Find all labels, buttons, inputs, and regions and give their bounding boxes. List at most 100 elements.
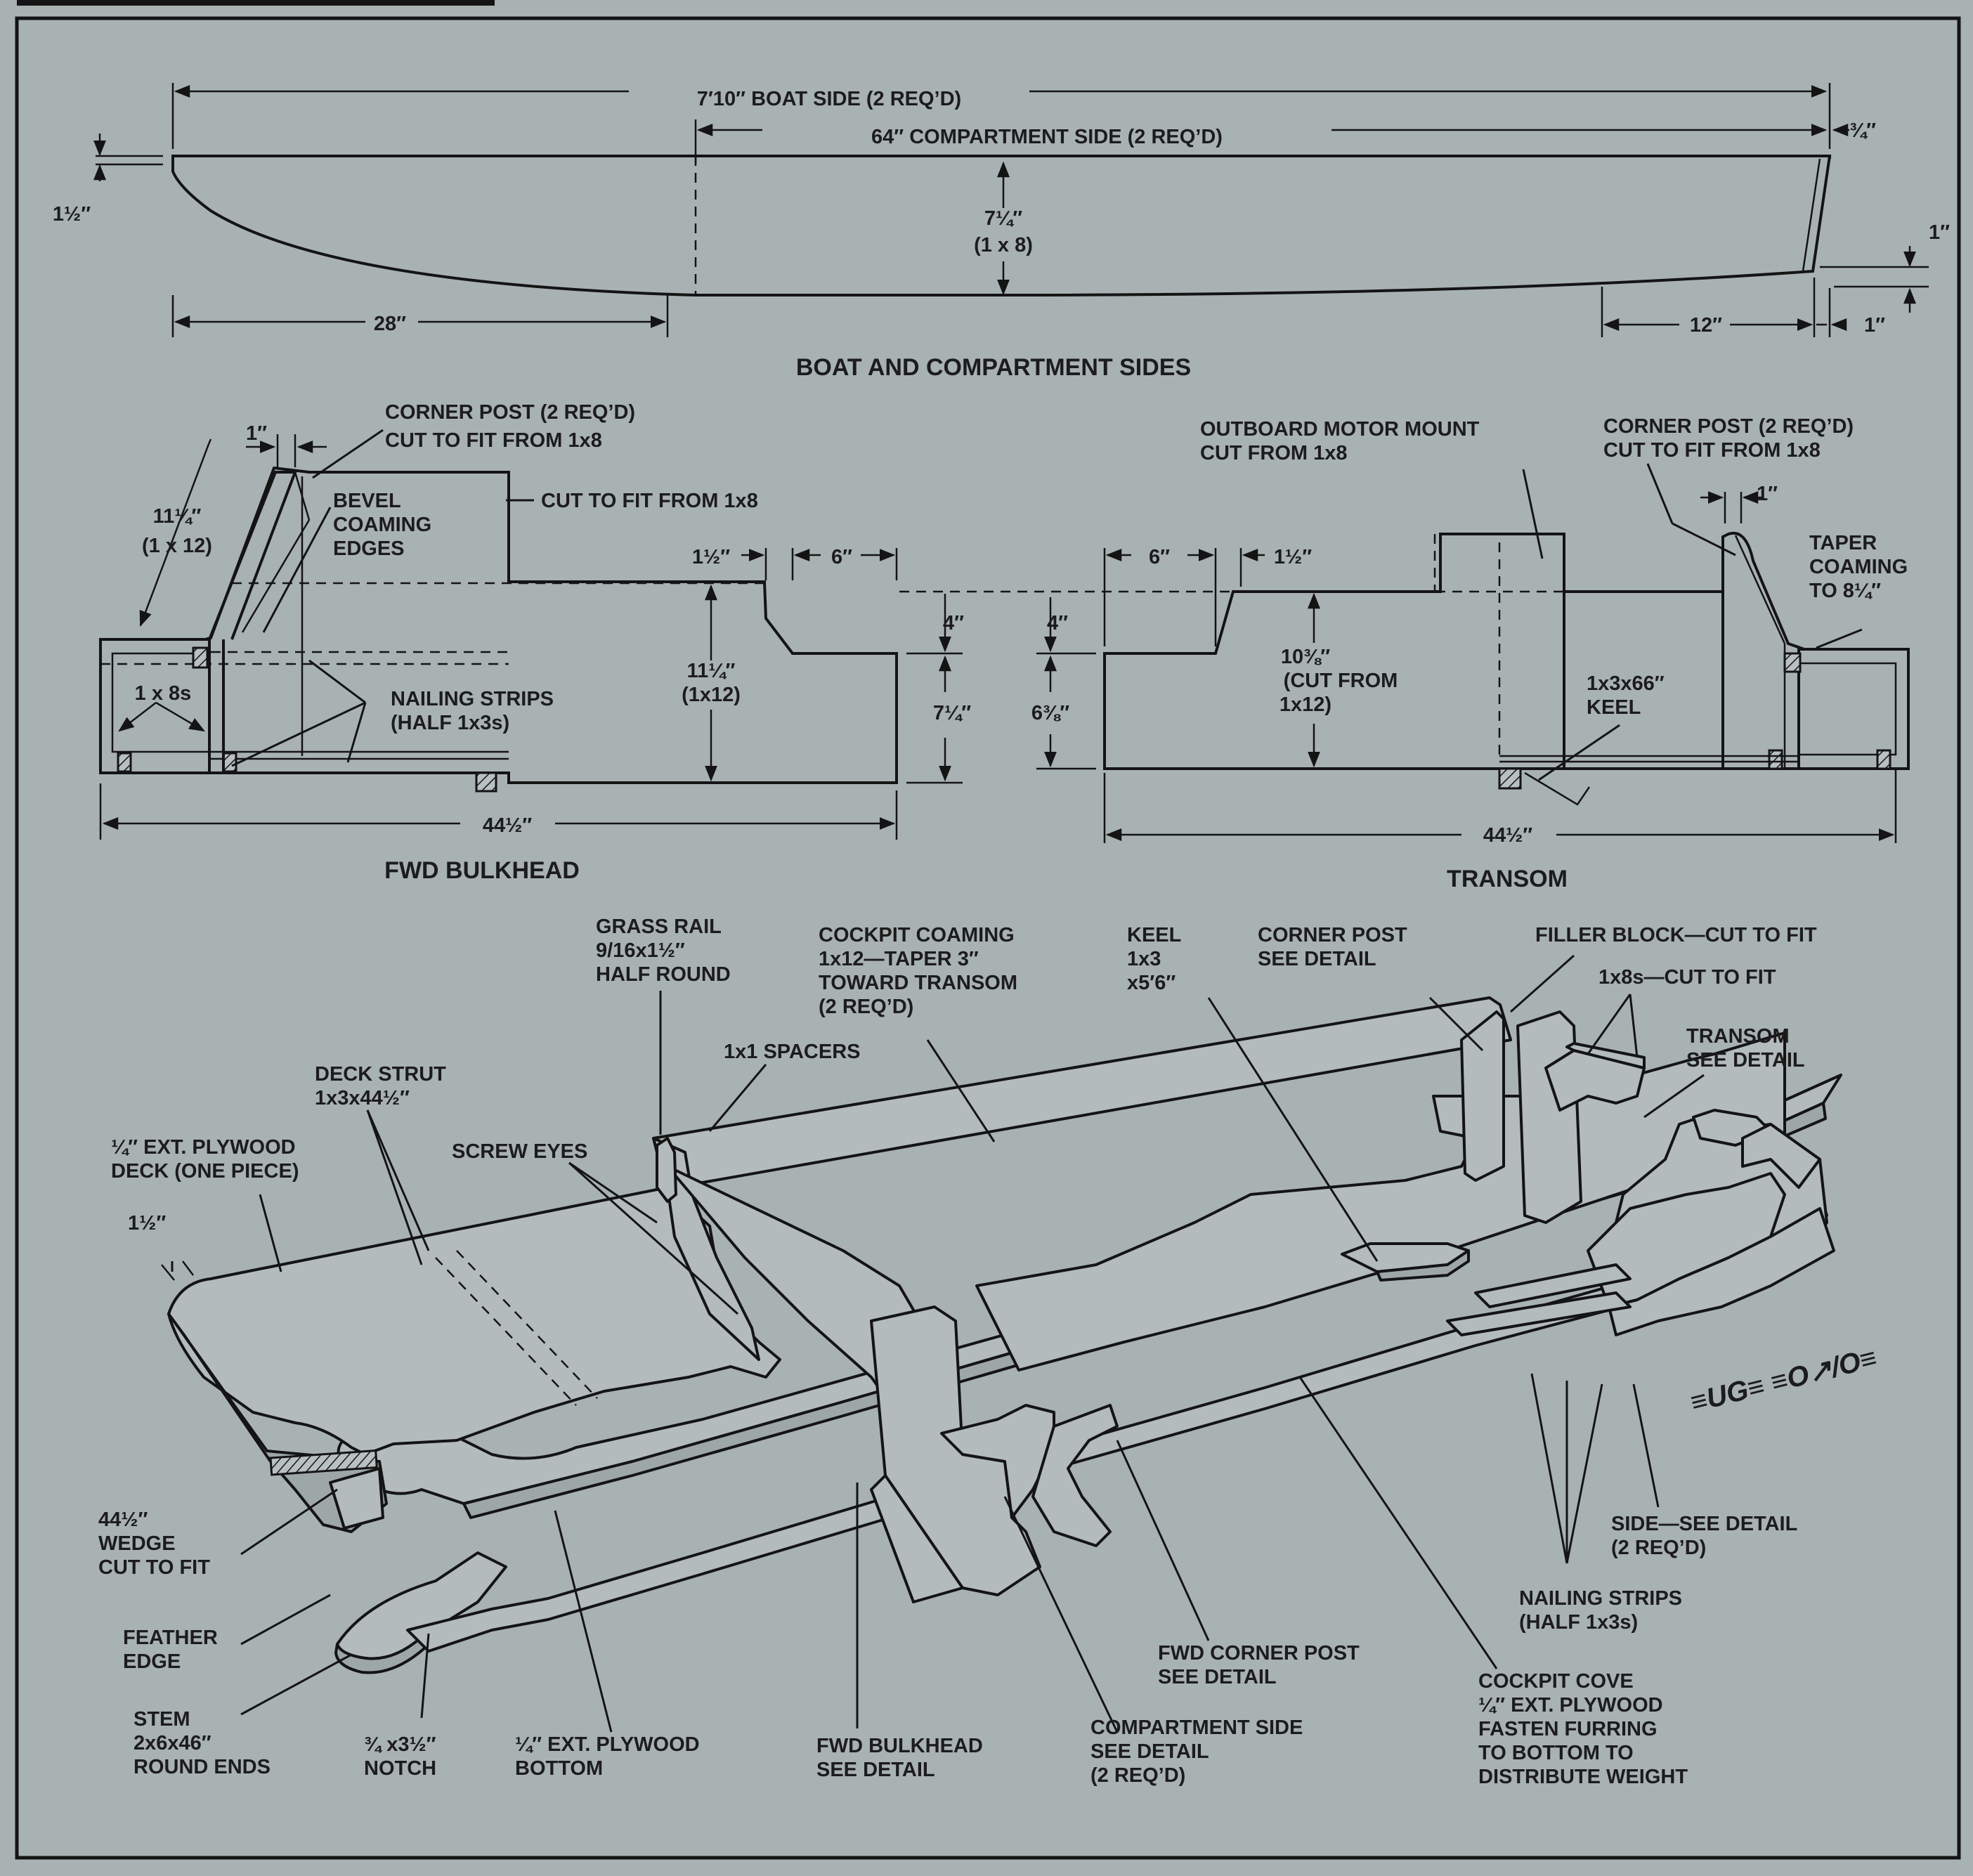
fwd-corner-post-label-2: CUT TO FIT FROM 1x8	[385, 429, 602, 452]
fwd-dim-1-1-2: 1½″	[692, 546, 730, 568]
transom-cut-from-1: (CUT FROM	[1284, 670, 1398, 692]
boat-sides-drawing: 7′10″ BOAT SIDE (2 REQ’D) 64″ COMPARTMEN…	[53, 83, 1950, 381]
spacers: 1x1 SPACERS	[724, 1041, 861, 1063]
wedge-3: CUT TO FIT	[98, 1556, 210, 1579]
cove-2: ¼″ EXT. PLYWOOD	[1478, 1694, 1663, 1717]
fwd-nailing-1: NAILING STRIPS	[391, 688, 554, 710]
dim-one-and-half: 1½″	[53, 203, 91, 226]
side-2: (2 REQ’D)	[1611, 1537, 1706, 1559]
transom-dim-1-1-2: 1½″	[1274, 546, 1312, 568]
sides-title: BOAT AND COMPARTMENT SIDES	[796, 354, 1191, 381]
coaming-1: COCKPIT COAMING	[819, 924, 1015, 946]
bevel-label-3: EDGES	[333, 538, 405, 560]
fwd-width: 44½″	[483, 814, 532, 837]
side-1: SIDE—SEE DETAIL	[1611, 1513, 1797, 1535]
transom-drawing: OUTBOARD MOTOR MOUNT CUT FROM 1x8 CORNER…	[1031, 415, 1910, 892]
bottom-2: BOTTOM	[515, 1757, 603, 1780]
bevel-label-2: COAMING	[333, 514, 431, 536]
filler-block: FILLER BLOCK—CUT TO FIT	[1535, 924, 1817, 946]
iso-keel-2: 1x3	[1127, 948, 1161, 970]
notch-2: NOTCH	[364, 1757, 436, 1780]
transom-title: TRANSOM	[1447, 866, 1568, 892]
wedge-1: 44½″	[98, 1509, 148, 1531]
motor-mount-label-2: CUT FROM 1x8	[1200, 442, 1347, 464]
grass-rail-2: 9/16x1½″	[596, 939, 685, 962]
taper-label-1: TAPER	[1809, 532, 1877, 554]
compartment-side-label: 64″ COMPARTMENT SIDE (2 REQ’D)	[871, 126, 1223, 148]
feather-1: FEATHER	[123, 1627, 218, 1649]
fwd-dim-4: 4″	[943, 612, 964, 634]
motor-mount-label-1: OUTBOARD MOTOR MOUNT	[1200, 418, 1480, 441]
dim-one-inch-bottom: 1″	[1864, 314, 1885, 337]
transom-corner-post-1: CORNER POST (2 REQ’D)	[1603, 415, 1854, 438]
fwd-dim-1: 1″	[246, 422, 267, 445]
stem-2: 2x6x46″	[134, 1732, 211, 1754]
iso-dim-1-1-2: 1½″	[128, 1212, 166, 1235]
fwd-cp-2: SEE DETAIL	[1158, 1666, 1277, 1688]
wedge-2: WEDGE	[98, 1532, 176, 1555]
fwd-dim-11-1-4: 11¼″	[153, 505, 202, 528]
dim-seven-quarter: 7¼″	[984, 207, 1022, 230]
taper-label-2: COAMING	[1809, 556, 1908, 578]
nailing-1: NAILING STRIPS	[1519, 1587, 1682, 1610]
fwd-dim-7-1-4: 7¼″	[933, 702, 971, 724]
stem-1: STEM	[134, 1708, 190, 1731]
boat-side-label: 7′10″ BOAT SIDE (2 REQ’D)	[697, 88, 961, 110]
cove-5: DISTRIBUTE WEIGHT	[1478, 1766, 1688, 1788]
feather-2: EDGE	[123, 1650, 181, 1673]
grass-rail-1: GRASS RAIL	[596, 916, 722, 938]
dim-28: 28″	[374, 313, 406, 335]
transom-dim-1: 1″	[1757, 483, 1778, 505]
transom-dim-10-3-8: 10⅜″	[1281, 646, 1330, 668]
iso-corner-1: CORNER POST	[1258, 924, 1407, 946]
dim-12: 12″	[1690, 314, 1722, 337]
taper-label-3: TO 8¼″	[1809, 580, 1881, 602]
bevel-label-1: BEVEL	[333, 490, 401, 512]
transom-cut-from-2: 1x12)	[1279, 693, 1331, 716]
cove-1: COCKPIT COVE	[1478, 1670, 1634, 1693]
fwd-bulkhead-drawing: CORNER POST (2 REQ’D) CUT TO FIT FROM 1x…	[99, 401, 1230, 884]
fwd-dim-6: 6″	[831, 546, 852, 568]
coaming-2: 1x12—TAPER 3″	[819, 948, 979, 970]
fwd-dim-1x12: (1 x 12)	[142, 535, 212, 557]
iso-transom-2: SEE DETAIL	[1686, 1049, 1805, 1071]
transom-width: 44½″	[1483, 824, 1532, 847]
transom-keel-1: 1x3x66″	[1587, 672, 1665, 695]
iso-keel-1: KEEL	[1127, 924, 1181, 946]
stem-3: ROUND ENDS	[134, 1756, 271, 1778]
page-frame	[15, 16, 1961, 1860]
fwd-cut-to-fit: CUT TO FIT FROM 1x8	[541, 490, 758, 512]
iso-fwd-bh-2: SEE DETAIL	[816, 1759, 935, 1781]
iso-fwd-bh-1: FWD BULKHEAD	[816, 1735, 983, 1757]
iso-transom-1: TRANSOM	[1686, 1025, 1790, 1048]
plywood-deck	[167, 1186, 781, 1456]
cockpit-coaming	[652, 996, 1512, 1189]
cove-4: TO BOTTOM TO	[1478, 1742, 1634, 1764]
fwd-nailing-2: (HALF 1x3s)	[391, 712, 509, 734]
coaming-3: TOWARD TRANSOM	[819, 972, 1017, 994]
dim-three-quarter: ¾″	[1849, 119, 1876, 142]
grass-rail-3: HALF ROUND	[596, 963, 731, 986]
dim-one-inch-right: 1″	[1929, 221, 1950, 244]
coaming-4: (2 REQ’D)	[819, 996, 913, 1018]
dim-1x8: (1 x 8)	[974, 234, 1033, 256]
fwd-dim-11-1-4-inner: 11¼″	[687, 660, 736, 682]
transom-dim-6-3-8: 6⅜″	[1031, 702, 1069, 724]
notch-1: ¾ x3½″	[364, 1733, 436, 1756]
iso-corner-2: SEE DETAIL	[1258, 948, 1376, 970]
bottom-1: ¼″ EXT. PLYWOOD	[515, 1733, 700, 1756]
deck-strut-2: 1x3x44½″	[315, 1087, 410, 1109]
comp-side-1: COMPARTMENT SIDE	[1090, 1717, 1303, 1739]
deck-1: ¼″ EXT. PLYWOOD	[111, 1136, 296, 1159]
artist-mark: ≡UG≡ ≡O↗/O≡	[1688, 1342, 1880, 1418]
fwd-dim-1x12-inner: (1x12)	[682, 684, 741, 706]
transom-dim-6: 6″	[1149, 546, 1170, 568]
top-corner-bar	[17, 0, 495, 6]
fwd-1x8s: 1 x 8s	[135, 682, 192, 705]
comp-side-3: (2 REQ’D)	[1090, 1764, 1185, 1787]
iso-1x8s: 1x8s—CUT TO FIT	[1598, 966, 1776, 989]
boat-assembly-drawing: ≡UG≡ ≡O↗/O≡ GRASS RAIL 9/16x1½	[98, 916, 1880, 1788]
cove-3: FASTEN FURRING	[1478, 1718, 1658, 1740]
transom-corner-post-2: CUT TO FIT FROM 1x8	[1603, 439, 1821, 462]
nailing-2: (HALF 1x3s)	[1519, 1611, 1638, 1634]
